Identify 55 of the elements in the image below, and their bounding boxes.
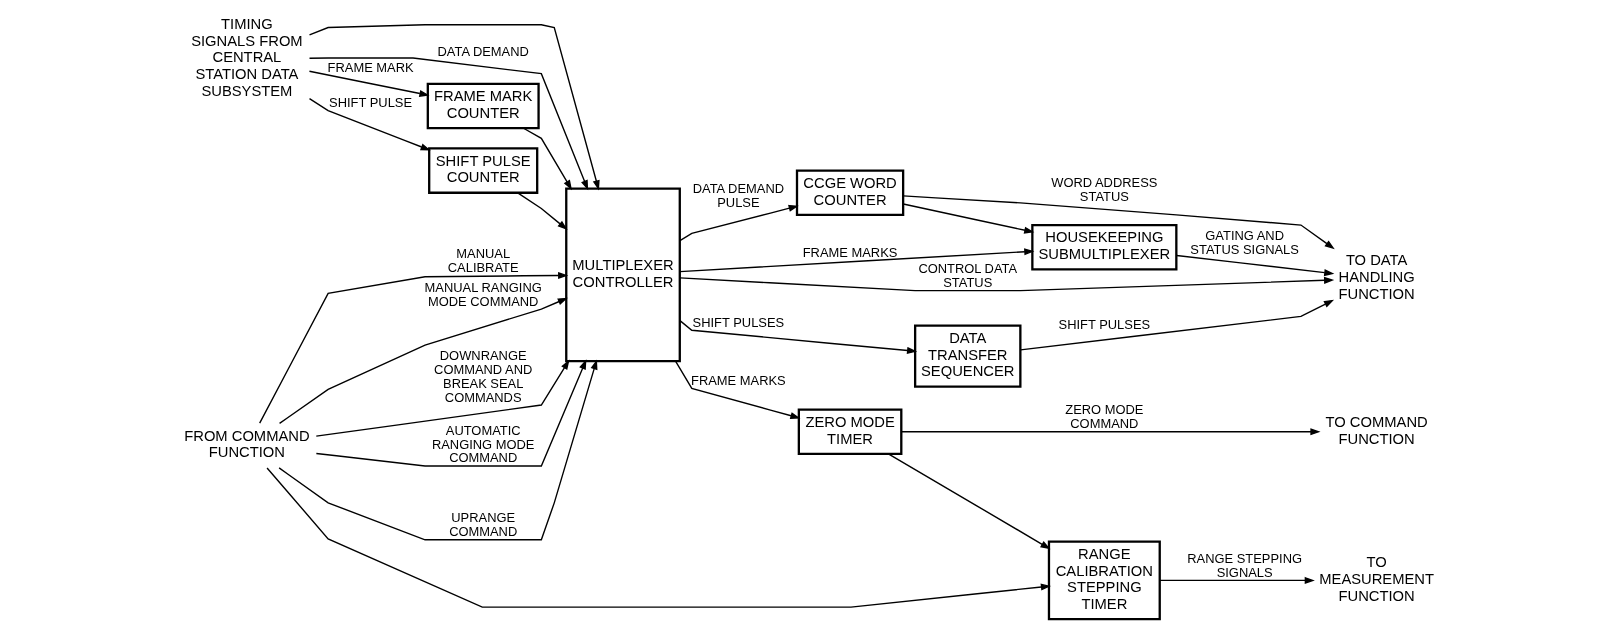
arrow [308,24,600,191]
node-box: DATA TRANSFER SEQUENCER [913,324,1021,388]
arrow [265,467,1051,608]
node-box: HOUSEKEEPING SUBMULTIPLEXER [1030,223,1177,271]
arrow [522,127,572,191]
edge-label: MANUAL CALIBRATE [447,246,519,276]
arrow [278,297,568,425]
arrow [308,97,431,151]
arrow [1175,254,1334,277]
node-box: MULTIPLEXER CONTROLLER [564,187,681,363]
arrow [258,271,568,424]
arrow [674,360,800,420]
node-text: TO MEASUREMENT FUNCTION [1318,554,1434,604]
edge-label: SHIFT PULSES [1058,316,1150,332]
edge-label: DATA DEMAND PULSE [692,180,784,210]
edge-label: RANGE STEPPING SIGNALS [1186,551,1302,580]
arrow [678,276,1334,292]
edge-label: SHIFT PULSES [692,314,784,330]
edge-label: FRAME MARK [327,60,414,76]
edge-label: UPRANGE COMMAND [448,510,517,540]
arrow [277,359,597,541]
edge-label: FRAME MARKS [802,244,897,260]
edge-label: GATING AND STATUS SIGNALS [1189,228,1299,257]
arrow [678,248,1034,273]
node-box: RANGE CALIBRATION STEPPING TIMER [1047,540,1161,621]
arrow [900,428,1320,436]
arrow [902,195,1335,250]
edge-label: ZERO MODE COMMAND [1064,402,1143,432]
edge-label: MANUAL RANGING MODE COMMAND [424,279,542,309]
node-box: CCGE WORD COUNTER [795,169,904,217]
edge-label: DATA DEMAND [437,44,529,60]
arrow [678,319,917,355]
arrow [1158,576,1315,584]
node-box: SHIFT PULSE COUNTER [427,147,538,194]
edge-label: FRAME MARKS [690,372,786,388]
edge-label: WORD ADDRESS STATUS [1050,175,1157,205]
edge-label: SHIFT PULSE [328,95,412,111]
node-text: TO DATA HANDLING FUNCTION [1338,252,1415,302]
arrow [315,359,570,437]
arrow [678,204,799,242]
node-text: TO COMMAND FUNCTION [1325,413,1428,447]
node-text: FROM COMMAND FUNCTION [183,427,310,461]
edge-label: CONTROL DATA STATUS [917,261,1017,291]
arrow [308,70,430,97]
edge-label: AUTOMATIC RANGING MODE COMMAND [431,422,534,466]
arrow [516,192,568,231]
arrow [887,453,1051,550]
arrow [315,359,586,467]
arrow [902,203,1034,234]
arrow [1019,299,1334,351]
arrow [308,57,588,191]
node-box: FRAME MARK COUNTER [426,82,540,130]
node-box: ZERO MODE TIMER [797,408,902,456]
edge-label: DOWNRANGE COMMAND AND BREAK SEAL COMMANDS [433,347,532,405]
node-text: TIMING SIGNALS FROM CENTRAL STATION DATA SUBSYSTEM [190,16,303,99]
